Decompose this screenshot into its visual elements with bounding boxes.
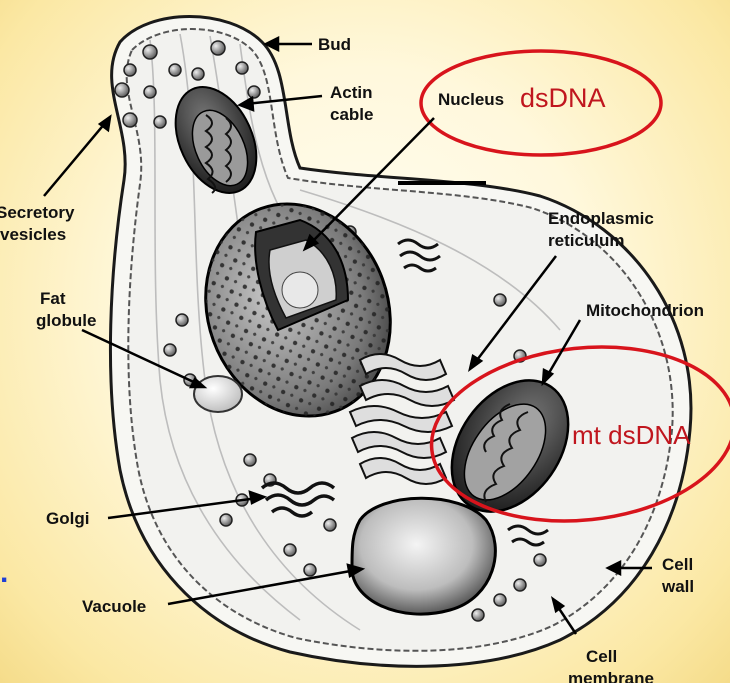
label-bud: Bud [318,35,351,54]
label-fat-line2: globule [36,311,96,330]
label-actin-line2: cable [330,105,373,124]
label-secretory-line2: vesicles [0,225,66,244]
label-er-line2: reticulum [548,231,625,250]
label-mt-dsdna: mt dsDNA [572,420,691,450]
label-er-line1: Endoplasmic [548,209,654,228]
vacuole-shape [352,498,495,614]
label-golgi: Golgi [46,509,89,528]
label-cell-membrane-line2: membrane [568,669,654,683]
label-nucleus: Nucleus [438,90,504,109]
label-secretory-line1: Secretory [0,203,75,222]
label-cell-wall-line1: Cell [662,555,693,574]
label-dsdna: dsDNA [520,83,606,113]
label-actin-line1: Actin [330,83,373,102]
label-vacuole: Vacuole [82,597,146,616]
label-cell-wall-line2: wall [661,577,694,596]
label-mitochondrion: Mitochondrion [586,301,704,320]
label-fat-line1: Fat [40,289,66,308]
fat-globule-shape [194,376,242,412]
label-cell-membrane-line1: Cell [586,647,617,666]
side-mark: . [0,556,8,589]
